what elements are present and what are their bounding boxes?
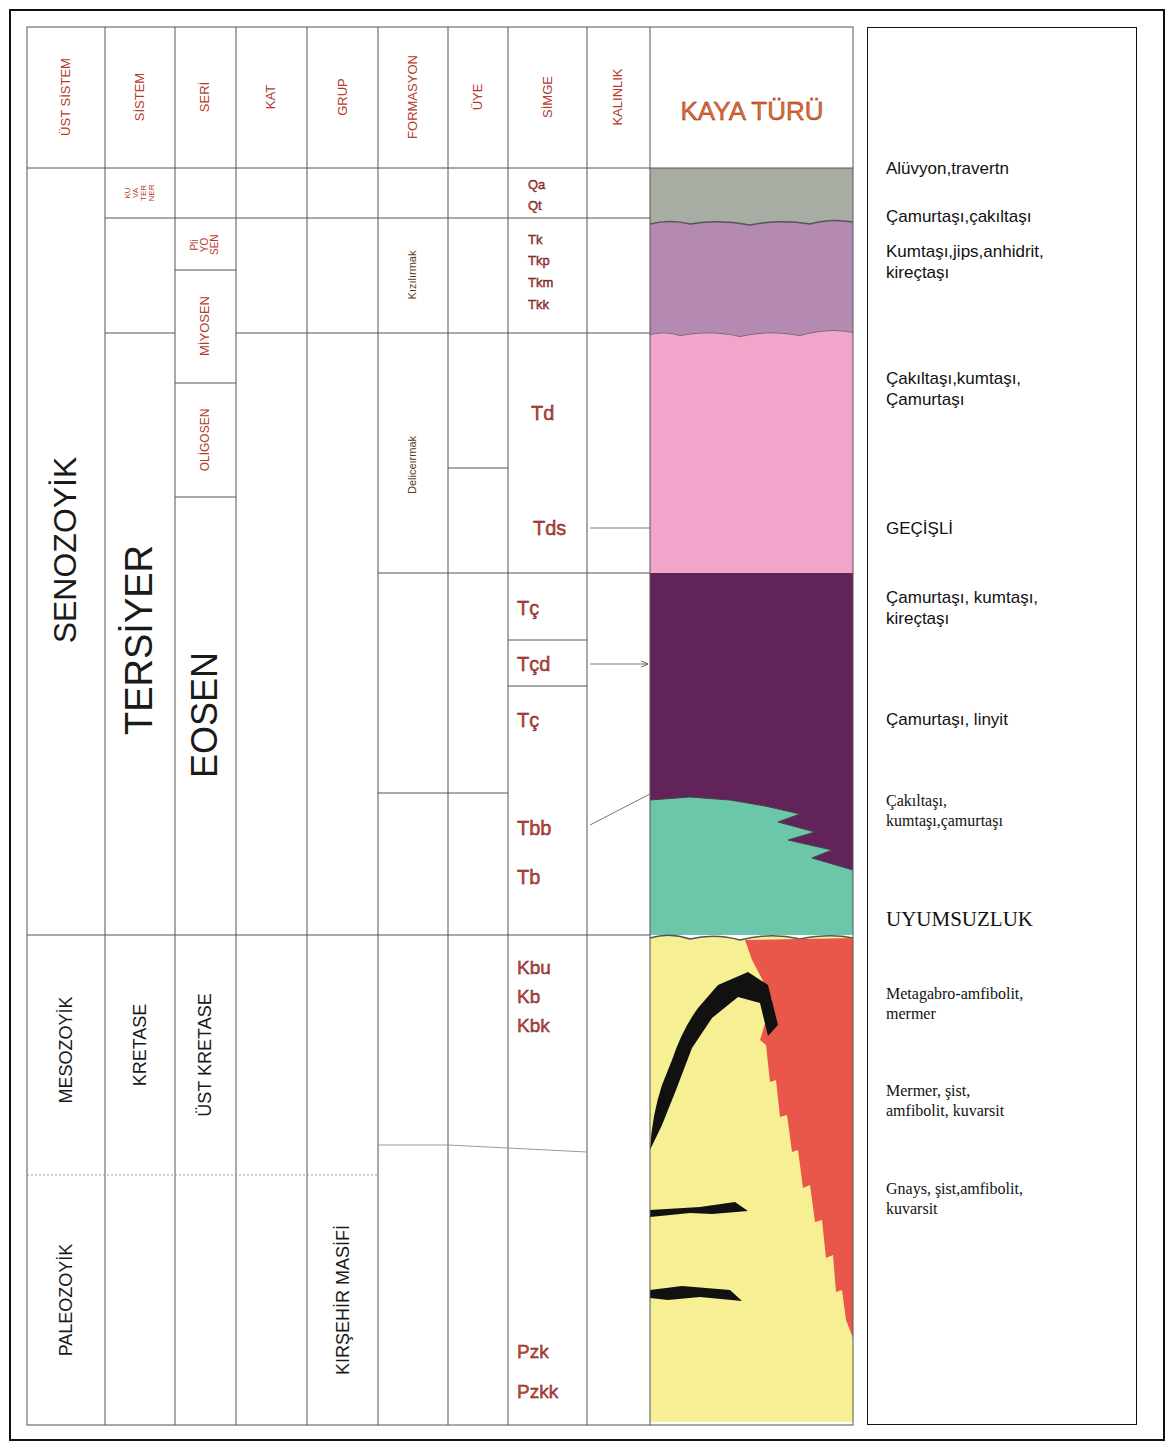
- column-header: KAYA TÜRÜ: [680, 98, 823, 125]
- series-name: EOSEN: [186, 652, 224, 778]
- unit-symbol: Kbu: [517, 958, 551, 978]
- unit-symbol: Kb: [517, 987, 540, 1007]
- group-name: KIRŞEHİR MASİFİ: [334, 1225, 353, 1375]
- lithology-text: Çakıltaşı,kumtaşı, Çamurtaşı: [886, 368, 1086, 411]
- era-name: MESOZOYİK: [57, 996, 76, 1103]
- era-name: SENOZOYİK: [49, 457, 83, 644]
- column-header: KAT: [264, 85, 278, 109]
- column-header: GRUP: [336, 78, 350, 116]
- lithology-text: Alüvyon,travertn: [886, 158, 1126, 179]
- unit-symbol: Td: [531, 403, 554, 424]
- unit-symbol: Qa: [528, 178, 545, 192]
- column-header: FORMASYON: [406, 55, 420, 139]
- column-header: SİSTEM: [133, 73, 147, 121]
- lithology-text: Gnays, şist,amfibolit, kuvarsit: [886, 1179, 1051, 1219]
- table-grid: [27, 27, 853, 1425]
- formation-name: Kızılırmak: [407, 251, 419, 300]
- leader-lines: [590, 528, 650, 825]
- unit-symbol: Tç: [517, 710, 539, 731]
- unit-symbol: Tkp: [528, 254, 550, 268]
- unit-symbol: Qt: [528, 199, 542, 213]
- lithology-text: Çamurtaşı,çakıltaşı: [886, 206, 1126, 227]
- rock-column: [650, 168, 853, 1422]
- unit-symbol: Tkm: [528, 276, 553, 290]
- lithology-text: Metagabro-amfibolit, mermer: [886, 984, 1056, 1024]
- unit-symbol: Tb: [517, 867, 540, 888]
- column-header: SERİ: [198, 82, 212, 112]
- column-header: SİMGE: [541, 76, 555, 118]
- unit-symbol: Tds: [533, 518, 566, 539]
- series-name: MİYOSEN: [198, 296, 212, 356]
- unit-symbol: Tkk: [528, 298, 549, 312]
- lithology-text: Mermer, şist, amfibolit, kuvarsit: [886, 1081, 1036, 1121]
- unit-symbol: Kbk: [517, 1016, 550, 1036]
- description-panel: Alüvyon,travertnÇamurtaşı,çakıltaşıKumta…: [867, 27, 1137, 1425]
- lithology-text: Çamurtaşı, linyit: [886, 709, 1126, 730]
- unit-symbol: Pzk: [517, 1342, 549, 1362]
- lithology-text: Çamurtaşı, kumtaşı, kireçtaşı: [886, 587, 1086, 630]
- unconformity-note: UYUMSUZLUK: [886, 906, 1126, 932]
- column-header: ÜST SİSTEM: [59, 58, 73, 136]
- column-header: ÜYE: [471, 84, 485, 111]
- unit-symbol: Tk: [528, 233, 542, 247]
- column-header: KALINLIK: [611, 68, 625, 125]
- lithology-text: GEÇİŞLİ: [886, 518, 1126, 539]
- era-name: PALEOZOYİK: [57, 1244, 76, 1357]
- system-name: TERSİYER: [120, 545, 160, 735]
- unit-symbol: Tçd: [517, 654, 550, 675]
- unit-symbol: Tç: [517, 598, 539, 619]
- formation-name: Deliceırmak: [407, 436, 419, 494]
- lithology-text: Çakıltaşı, kumtaşı,çamurtaşı: [886, 791, 1036, 831]
- system-name: KRETASE: [131, 1004, 150, 1087]
- unit-symbol: Pzkk: [517, 1382, 558, 1402]
- unit-symbol: Tbb: [517, 818, 551, 839]
- series-name: ÜST KRETASE: [196, 993, 215, 1116]
- series-name: OLİGOSEN: [199, 409, 212, 472]
- outer-frame: [10, 10, 1164, 1440]
- lithology-text: Kumtaşı,jips,anhidrit, kireçtaşı: [886, 241, 1086, 284]
- series-name: Pli YO SEN: [190, 235, 220, 255]
- system-name: KU VA TER NER: [124, 184, 156, 202]
